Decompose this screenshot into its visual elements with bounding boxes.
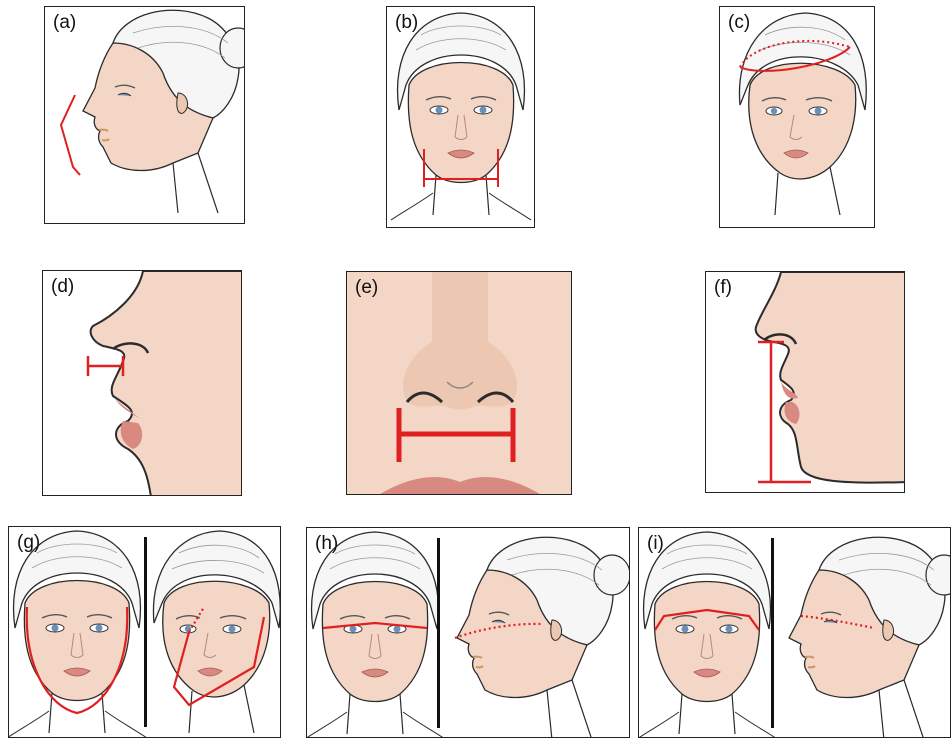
panel-g: (g) xyxy=(8,526,281,738)
panel-label-e: (e) xyxy=(355,278,378,297)
lower-face-profile-icon xyxy=(706,272,905,493)
panel-a: (a) xyxy=(44,6,245,224)
woman-face-three-quarter-icon xyxy=(720,7,875,228)
panel-label-b: (b) xyxy=(395,13,418,32)
panel-divider xyxy=(144,537,147,727)
woman-face-profile-icon xyxy=(639,528,951,738)
woman-face-profile-icon xyxy=(45,7,245,224)
panel-label-a: (a) xyxy=(53,13,76,32)
nose-front-icon xyxy=(347,272,572,495)
panel-divider xyxy=(437,538,440,728)
panel-d: (d) xyxy=(42,270,242,496)
panel-i: (i) xyxy=(638,527,951,738)
panel-divider xyxy=(771,538,774,728)
woman-face-front-icon xyxy=(387,7,535,228)
panel-label-g: (g) xyxy=(17,533,40,552)
panel-f: (f) xyxy=(705,271,905,493)
panel-h: (h) xyxy=(306,527,630,738)
panel-label-d: (d) xyxy=(51,277,74,296)
panel-label-i: (i) xyxy=(647,534,664,553)
panel-c: (c) xyxy=(719,6,875,228)
panel-e: (e) xyxy=(346,271,572,495)
woman-face-profile-icon xyxy=(307,528,630,738)
nose-lip-profile-icon xyxy=(43,271,242,496)
panel-label-c: (c) xyxy=(728,13,750,32)
panel-b: (b) xyxy=(386,6,535,228)
panel-label-h: (h) xyxy=(315,534,338,553)
panel-label-f: (f) xyxy=(714,278,732,297)
